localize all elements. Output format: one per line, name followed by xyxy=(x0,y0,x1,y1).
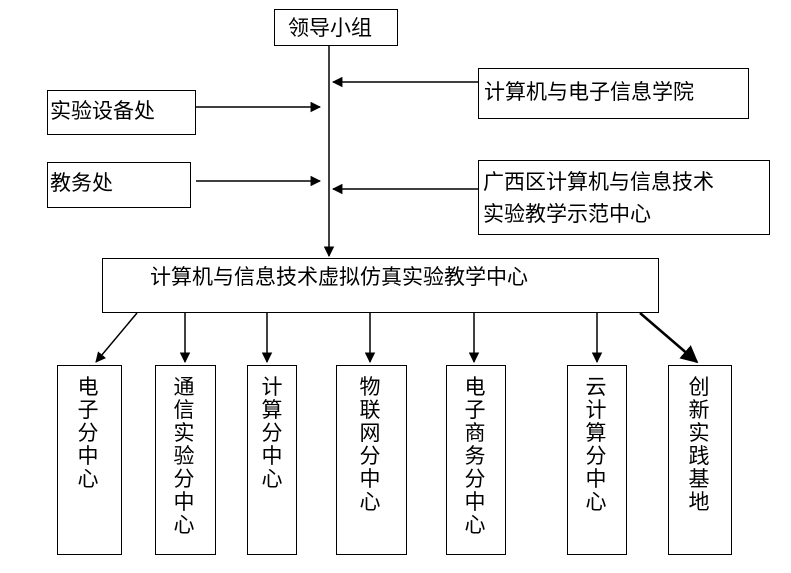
shebei-box: 实验设备处 xyxy=(47,90,196,135)
sub-center-4: 物联网分中心 xyxy=(336,365,407,555)
sub-center-4-label: 物联网分中心 xyxy=(359,375,381,514)
sub-center-1-label: 电子分中心 xyxy=(77,375,99,491)
center-label: 计算机与信息技术虚拟仿真实验教学中心 xyxy=(150,265,528,289)
sub-center-2-label: 通信实验分中心 xyxy=(173,375,195,537)
sub-center-3: 计算分中心 xyxy=(247,365,297,555)
shifan-box: 广西区计算机与信息技术 实验教学示范中心 xyxy=(478,160,770,235)
sub-center-5-label: 电子商务分中心 xyxy=(464,375,486,537)
leader-label: 领导小组 xyxy=(288,16,372,40)
xueyuan-label: 计算机与电子信息学院 xyxy=(484,80,694,104)
shifan-label-line1: 广西区计算机与信息技术 xyxy=(483,170,714,194)
leader-box: 领导小组 xyxy=(274,9,398,46)
arrow-sub-1 xyxy=(95,312,138,363)
center-box: 计算机与信息技术虚拟仿真实验教学中心 xyxy=(102,258,659,313)
shifan-label-line2: 实验教学示范中心 xyxy=(483,202,651,226)
xueyuan-box: 计算机与电子信息学院 xyxy=(478,68,749,119)
sub-center-2: 通信实验分中心 xyxy=(155,365,216,555)
sub-center-5: 电子商务分中心 xyxy=(446,365,506,555)
sub-center-6: 云计算分中心 xyxy=(567,365,627,555)
arrow-sub-7 xyxy=(639,312,699,364)
sub-center-7-label: 创新实践基地 xyxy=(688,375,710,514)
sub-center-6-label: 云计算分中心 xyxy=(585,375,607,514)
jiaowu-box: 教务处 xyxy=(47,162,191,208)
sub-center-3-label: 计算分中心 xyxy=(261,375,283,491)
sub-center-1: 电子分中心 xyxy=(57,365,122,555)
shebei-label: 实验设备处 xyxy=(50,99,155,123)
sub-center-7: 创新实践基地 xyxy=(668,365,732,555)
jiaowu-label: 教务处 xyxy=(50,171,113,195)
